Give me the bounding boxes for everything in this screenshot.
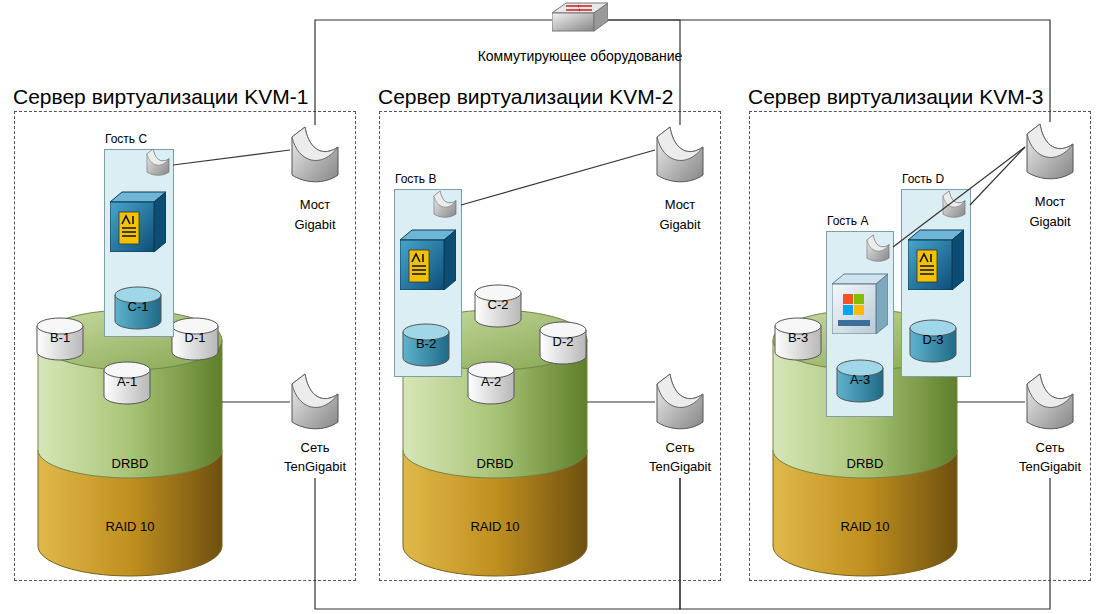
node-label: RAID 10 xyxy=(403,520,587,535)
node-label: Гость B xyxy=(395,173,436,187)
drbd-top xyxy=(38,310,222,370)
node-shape xyxy=(290,125,340,185)
network-node: Сеть TenGigabit xyxy=(290,372,340,432)
node-shape xyxy=(1025,122,1075,182)
node-label: C-1 xyxy=(115,300,161,315)
network-link xyxy=(957,401,1025,402)
node-label: A-2 xyxy=(468,375,514,390)
network-link xyxy=(587,401,655,402)
node-label: Мост Gigabit xyxy=(650,195,710,235)
node-label: DRBD xyxy=(403,457,587,472)
node-label: B-3 xyxy=(775,331,821,346)
guest-vm-box: B-2Гость B xyxy=(395,190,461,376)
node-label: RAID 10 xyxy=(38,520,222,535)
node-label: B-2 xyxy=(403,337,449,352)
disk-volume: C-1 xyxy=(115,287,161,329)
server-box: B-2Гость BC-2D-2A-2Мост GigabitDRBDRAID … xyxy=(380,112,720,580)
network-link xyxy=(222,401,290,402)
node-label: Коммутирующее оборудование xyxy=(450,48,710,64)
drbd-top xyxy=(403,310,587,370)
disk-volume: B-2 xyxy=(403,324,449,366)
node-shape xyxy=(655,125,705,185)
disk-volume: D-3 xyxy=(910,320,956,362)
disk-volume: B-3 xyxy=(775,318,821,360)
disk-volume: D-1 xyxy=(172,318,218,360)
disk-volume: A-1 xyxy=(104,362,150,404)
network-link xyxy=(461,150,655,205)
guest-vm-box: A-3Гость A xyxy=(827,232,893,416)
bridge-icon xyxy=(1027,374,1073,429)
disk-volume: C-2 xyxy=(475,285,521,327)
node-label: D-1 xyxy=(172,331,218,346)
disk-volume: A-2 xyxy=(468,362,514,404)
node-label: Мост Gigabit xyxy=(285,195,345,235)
bridge-icon xyxy=(292,127,338,182)
node-label: B-1 xyxy=(37,331,83,346)
node-label: A-1 xyxy=(104,375,150,390)
switch-node: Коммутирующее оборудование xyxy=(552,2,608,32)
guest-vm-box: D-3Гость D xyxy=(902,190,970,376)
network-link xyxy=(608,20,680,125)
node-label: Сеть TenGigabit xyxy=(279,438,351,476)
node-shape xyxy=(552,2,608,32)
node-label: DRBD xyxy=(38,457,222,472)
bridge-icon xyxy=(657,374,703,429)
node-label: Сеть TenGigabit xyxy=(644,438,716,476)
node-label: Мост Gigabit xyxy=(1020,192,1080,232)
raid-body xyxy=(403,450,587,576)
node-label: Гость C xyxy=(105,133,147,147)
node-label: Гость A xyxy=(827,215,868,229)
bridge-node: Мост Gigabit xyxy=(290,125,340,185)
network-link xyxy=(173,150,290,165)
network-link xyxy=(970,147,1025,205)
server-box: C-1Гость CB-1D-1A-1Мост GigabitDRBDRAID … xyxy=(15,112,355,580)
node-label: C-2 xyxy=(475,298,521,313)
node-label: A-3 xyxy=(837,373,883,388)
node-shape xyxy=(655,372,705,432)
disk-volume: B-1 xyxy=(37,318,83,360)
network-node: Сеть TenGigabit xyxy=(655,372,705,432)
switch-icon xyxy=(552,3,608,31)
network-link xyxy=(315,20,552,125)
node-label: Сервер виртуализации KVM-1 xyxy=(13,85,308,109)
network-link xyxy=(608,20,1050,122)
bridge-icon xyxy=(292,374,338,429)
node-label: D-2 xyxy=(540,335,586,350)
bridge-node: Мост Gigabit xyxy=(655,125,705,185)
node-shape xyxy=(290,372,340,432)
node-label: D-3 xyxy=(910,333,956,348)
disk-volume: A-3 xyxy=(837,360,883,402)
bridge-icon xyxy=(1027,124,1073,179)
node-shape xyxy=(1025,372,1075,432)
node-label: Сервер виртуализации KVM-3 xyxy=(748,85,1043,109)
bridge-icon xyxy=(657,127,703,182)
node-label: Сервер виртуализации KVM-2 xyxy=(378,85,673,109)
node-label: Гость D xyxy=(902,173,944,187)
bridge-node: Мост Gigabit xyxy=(1025,122,1075,182)
guest-vm-box: C-1Гость C xyxy=(105,150,173,336)
node-label: DRBD xyxy=(773,457,957,472)
raid-body xyxy=(773,450,957,576)
disk-volume: D-2 xyxy=(540,322,586,364)
server-box: B-3A-3Гость AD-3Гость DМост GigabitDRBDR… xyxy=(750,112,1090,580)
node-label: Сеть TenGigabit xyxy=(1014,438,1086,476)
drbd-top xyxy=(773,310,957,370)
node-label: RAID 10 xyxy=(773,520,957,535)
raid-body xyxy=(38,450,222,576)
network-node: Сеть TenGigabit xyxy=(1025,372,1075,432)
